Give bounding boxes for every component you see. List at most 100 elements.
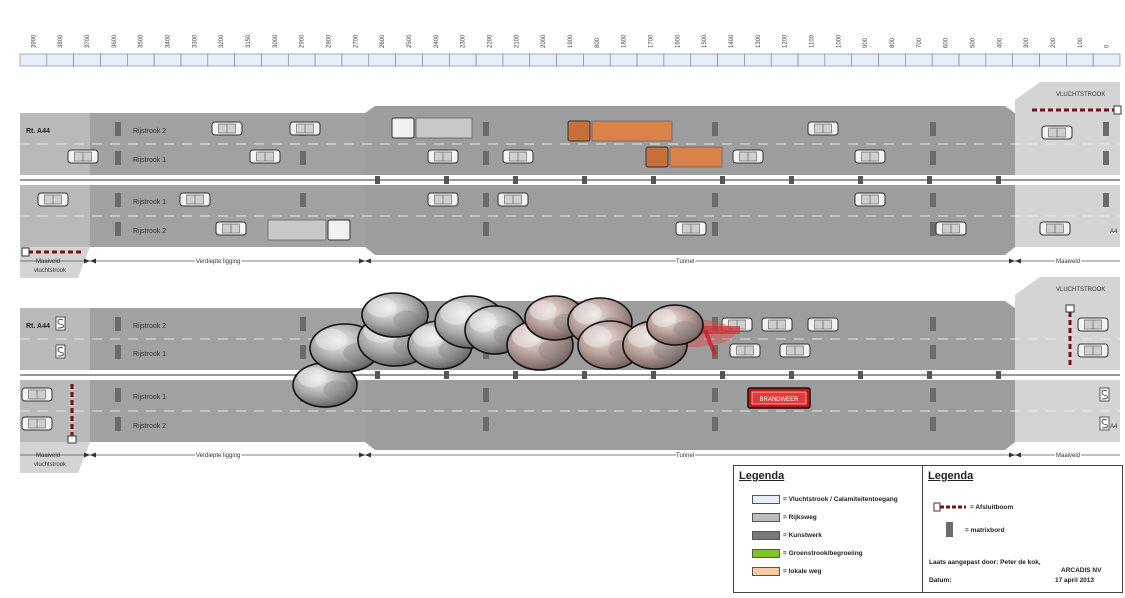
legend-colors: Legenda = Vluchtstrook / Calamiteitentoe… — [733, 465, 923, 593]
ruler-cell — [744, 53, 772, 67]
car-icon — [761, 317, 793, 332]
ruler-cell — [1039, 53, 1067, 67]
car-icon — [935, 221, 967, 236]
ruler-cell — [609, 53, 638, 67]
ruler-tick-label: 400 — [997, 37, 1003, 48]
dimension-arrow-icon — [1009, 452, 1015, 458]
matrix-sign-icon — [115, 388, 121, 402]
tunnel-pillar — [651, 176, 656, 184]
dimension-arrow-icon — [359, 258, 365, 264]
car-icon — [779, 343, 811, 358]
smoke-puff — [646, 304, 704, 346]
tunnel-pillar — [375, 176, 380, 184]
ruler-tick-label: 3000 — [273, 34, 279, 48]
segment-tunnel: Tunnel — [676, 453, 694, 459]
matrix-sign-icon — [930, 193, 936, 207]
legend-label: = matrixbord — [965, 526, 1005, 534]
segment-maaiveld-right: Maaiveld — [1056, 259, 1080, 265]
ruler-cell — [824, 53, 853, 67]
speed-sign-icon — [1099, 416, 1110, 431]
car-icon — [67, 149, 99, 164]
matrix-sign-icon — [712, 122, 718, 136]
tunnel-pillar — [927, 371, 932, 379]
matrix-sign-icon — [1103, 122, 1109, 136]
legend-title: Legenda — [739, 470, 785, 482]
tunnel-pillar — [444, 371, 449, 379]
ruler-tick-label: 800 — [595, 37, 601, 48]
ruler-cell — [153, 53, 182, 67]
matrix-sign-icon — [300, 151, 306, 165]
legend-swatch — [752, 548, 780, 558]
legend-label: = Afsluitboom — [970, 503, 1014, 511]
dimension-arrow-icon — [84, 258, 90, 264]
ruler-tick-label: 1400 — [729, 34, 735, 48]
segment-maaiveld-left: Maaiveld — [36, 259, 60, 265]
lower-lane1-label: Rijstrook 1 — [133, 394, 166, 401]
ruler-tick-label: 1600 — [675, 34, 681, 48]
legend-item-rijksweg: = Rijksweg — [752, 512, 817, 522]
matrix-sign-icon — [115, 151, 121, 165]
car-icon — [179, 192, 211, 207]
ruler-cell — [958, 53, 987, 67]
dimension-arrow-icon — [1015, 452, 1021, 458]
segment-tunnel: Tunnel — [676, 259, 694, 265]
matrix-sign-icon — [115, 193, 121, 207]
matrix-sign-icon — [115, 222, 121, 236]
ruler-tick-label: 3600 — [112, 34, 118, 48]
ruler-tick-label: 1100 — [809, 34, 815, 48]
ruler-tick-label: 1500 — [702, 34, 708, 48]
legend-item-lokale-weg: = lokale weg — [752, 566, 821, 576]
ruler-cell — [1012, 53, 1040, 67]
car-icon — [1077, 317, 1109, 332]
speed-sign-icon — [55, 344, 66, 359]
tunnel-pillar — [513, 371, 518, 379]
matrix-sign-icon — [483, 151, 489, 165]
emergency-lane-top-left — [20, 247, 90, 278]
lane2-label: Rijstrook 2 — [133, 128, 166, 135]
legend-label: = lokale weg — [783, 567, 822, 575]
matrix-sign-icon — [712, 417, 718, 431]
ruler-tick-label: 1300 — [756, 34, 762, 48]
legend-label: = Vluchtstrook / Calamiteitentoegang — [783, 495, 898, 503]
segment-verdiepte-ligging: Verdiepte ligging — [196, 259, 240, 265]
legend-label: = Groenstrook/begroeiing — [783, 549, 863, 557]
smoke-puff — [577, 320, 643, 370]
tunnel-pillar — [375, 371, 380, 379]
smoke-cloud-icon — [292, 292, 704, 408]
a4-label: A4 — [1110, 229, 1118, 235]
ruler-tick-label: 600 — [944, 37, 950, 48]
ruler-cell — [717, 53, 745, 67]
dimension-arrow-icon — [1009, 258, 1015, 264]
emergency-lane-bottom-left — [20, 442, 90, 473]
car-icon — [732, 149, 764, 164]
road-name-label: Rt. A44 — [26, 128, 50, 135]
ruler-tick-label: 1900 — [568, 34, 574, 48]
car-icon — [427, 192, 459, 207]
tunnel-pillar — [444, 176, 449, 184]
legend-label: = Rijksweg — [783, 513, 817, 521]
ruler-cell — [931, 53, 960, 67]
matrix-sign-icon — [115, 417, 121, 431]
modified-by: Laats aangepast door: Peter de kok, — [929, 559, 1041, 566]
car-icon — [37, 192, 69, 207]
ruler-tick-label: 2400 — [434, 34, 440, 48]
tunnel-pillar — [996, 176, 1001, 184]
car-icon — [427, 149, 459, 164]
tunnel-pillar — [789, 371, 794, 379]
matrix-sign-icon — [483, 122, 489, 136]
legend-item-vluchtstrook: = Vluchtstrook / Calamiteitentoegang — [752, 494, 898, 504]
ruler-cell — [1092, 53, 1121, 67]
ruler-cell — [100, 53, 128, 67]
ruler-cell — [234, 53, 262, 67]
tunnel-pillar — [651, 371, 656, 379]
matrix-sign-icon — [115, 122, 121, 136]
ruler-cell — [529, 53, 557, 67]
segment-dimension-line: Maaiveld vluchtstrook Verdiepte ligging … — [20, 258, 1120, 274]
ruler-cell — [368, 53, 396, 67]
matrix-sign-icon — [946, 522, 953, 537]
ruler-cell — [46, 53, 74, 67]
segment-vluchtstrook: vluchtstrook — [34, 462, 67, 468]
legend-swatch — [752, 530, 780, 540]
ruler-tick-label: 2600 — [380, 34, 386, 48]
